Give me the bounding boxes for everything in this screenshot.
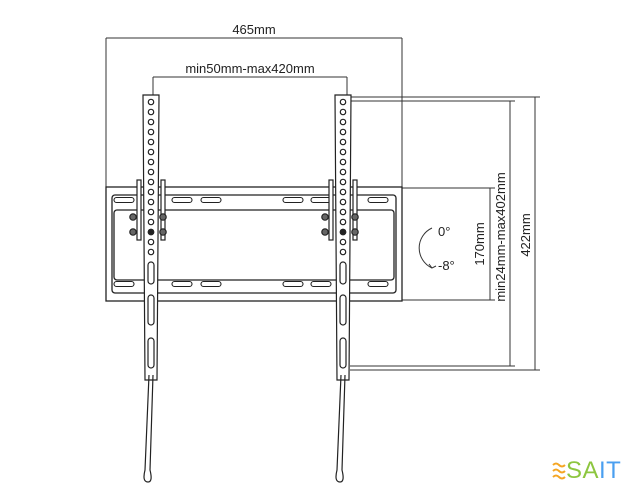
- mounting-arm: [321, 94, 359, 483]
- label-tilt-top: 0°: [438, 224, 450, 239]
- plate-slot: [171, 280, 193, 288]
- arm-hole: [339, 118, 347, 126]
- bolt-icon: [129, 228, 137, 236]
- label-422: 422mm: [518, 213, 533, 256]
- plate-slot: [200, 280, 222, 288]
- arm-hole: [147, 148, 155, 156]
- mounting-arm: [129, 94, 167, 483]
- bolt-icon: [351, 228, 359, 236]
- arm-hole: [147, 128, 155, 136]
- plate-slot: [113, 196, 135, 204]
- label-vesa-h: min50mm-max420mm: [185, 61, 314, 76]
- arm-hole: [147, 138, 155, 146]
- plate-slot: [171, 196, 193, 204]
- arm-hole: [147, 108, 155, 116]
- arm-hole: [147, 188, 155, 196]
- arm-hole: [339, 208, 347, 216]
- bolt-icon: [159, 213, 167, 221]
- arm-hole: [147, 118, 155, 126]
- arm-hole: [339, 138, 347, 146]
- arm-hole: [147, 158, 155, 166]
- bolt-icon: [159, 228, 167, 236]
- plate-slot: [367, 280, 389, 288]
- arm-hole: [339, 218, 347, 226]
- arm-hole: [147, 198, 155, 206]
- arm-hole: [339, 238, 347, 246]
- label-465: 465mm: [232, 22, 275, 37]
- arm-hole: [339, 98, 347, 106]
- arm-hole: [147, 238, 155, 246]
- arm-hole: [339, 148, 347, 156]
- label-170: 170mm: [472, 222, 487, 265]
- bolt-icon: [351, 213, 359, 221]
- label-tilt-bottom: -8°: [438, 258, 455, 273]
- arm-hole: [147, 218, 155, 226]
- plate-slot: [200, 196, 222, 204]
- bolt-icon: [321, 228, 329, 236]
- logo-wave-icon: [552, 462, 566, 480]
- arm-slot: [339, 261, 347, 285]
- tilt-arc: [418, 227, 433, 269]
- arm-hole: [339, 128, 347, 136]
- pull-cord: [335, 374, 346, 483]
- arm-hole: [147, 178, 155, 186]
- arm-hole: [147, 168, 155, 176]
- plate-slot: [282, 280, 304, 288]
- bolt-icon: [129, 213, 137, 221]
- arm-hole: [339, 108, 347, 116]
- arm-hole: [339, 178, 347, 186]
- arm-slot: [147, 261, 155, 285]
- arm-hole: [147, 208, 155, 216]
- bolt-icon: [321, 213, 329, 221]
- plate-slot: [113, 280, 135, 288]
- plate-slot: [282, 196, 304, 204]
- plate-slot: [310, 196, 332, 204]
- arm-hole: [339, 188, 347, 196]
- arm-hole: [339, 168, 347, 176]
- plate-slot: [367, 196, 389, 204]
- pull-cord: [143, 374, 154, 483]
- arm-hole: [339, 198, 347, 206]
- label-vesa-v: min24mm-max402mm: [493, 172, 508, 301]
- arm-hole: [147, 98, 155, 106]
- arm-hole: [147, 248, 155, 256]
- arm-hole: [339, 248, 347, 256]
- arm-hole: [339, 158, 347, 166]
- plate-slot: [310, 280, 332, 288]
